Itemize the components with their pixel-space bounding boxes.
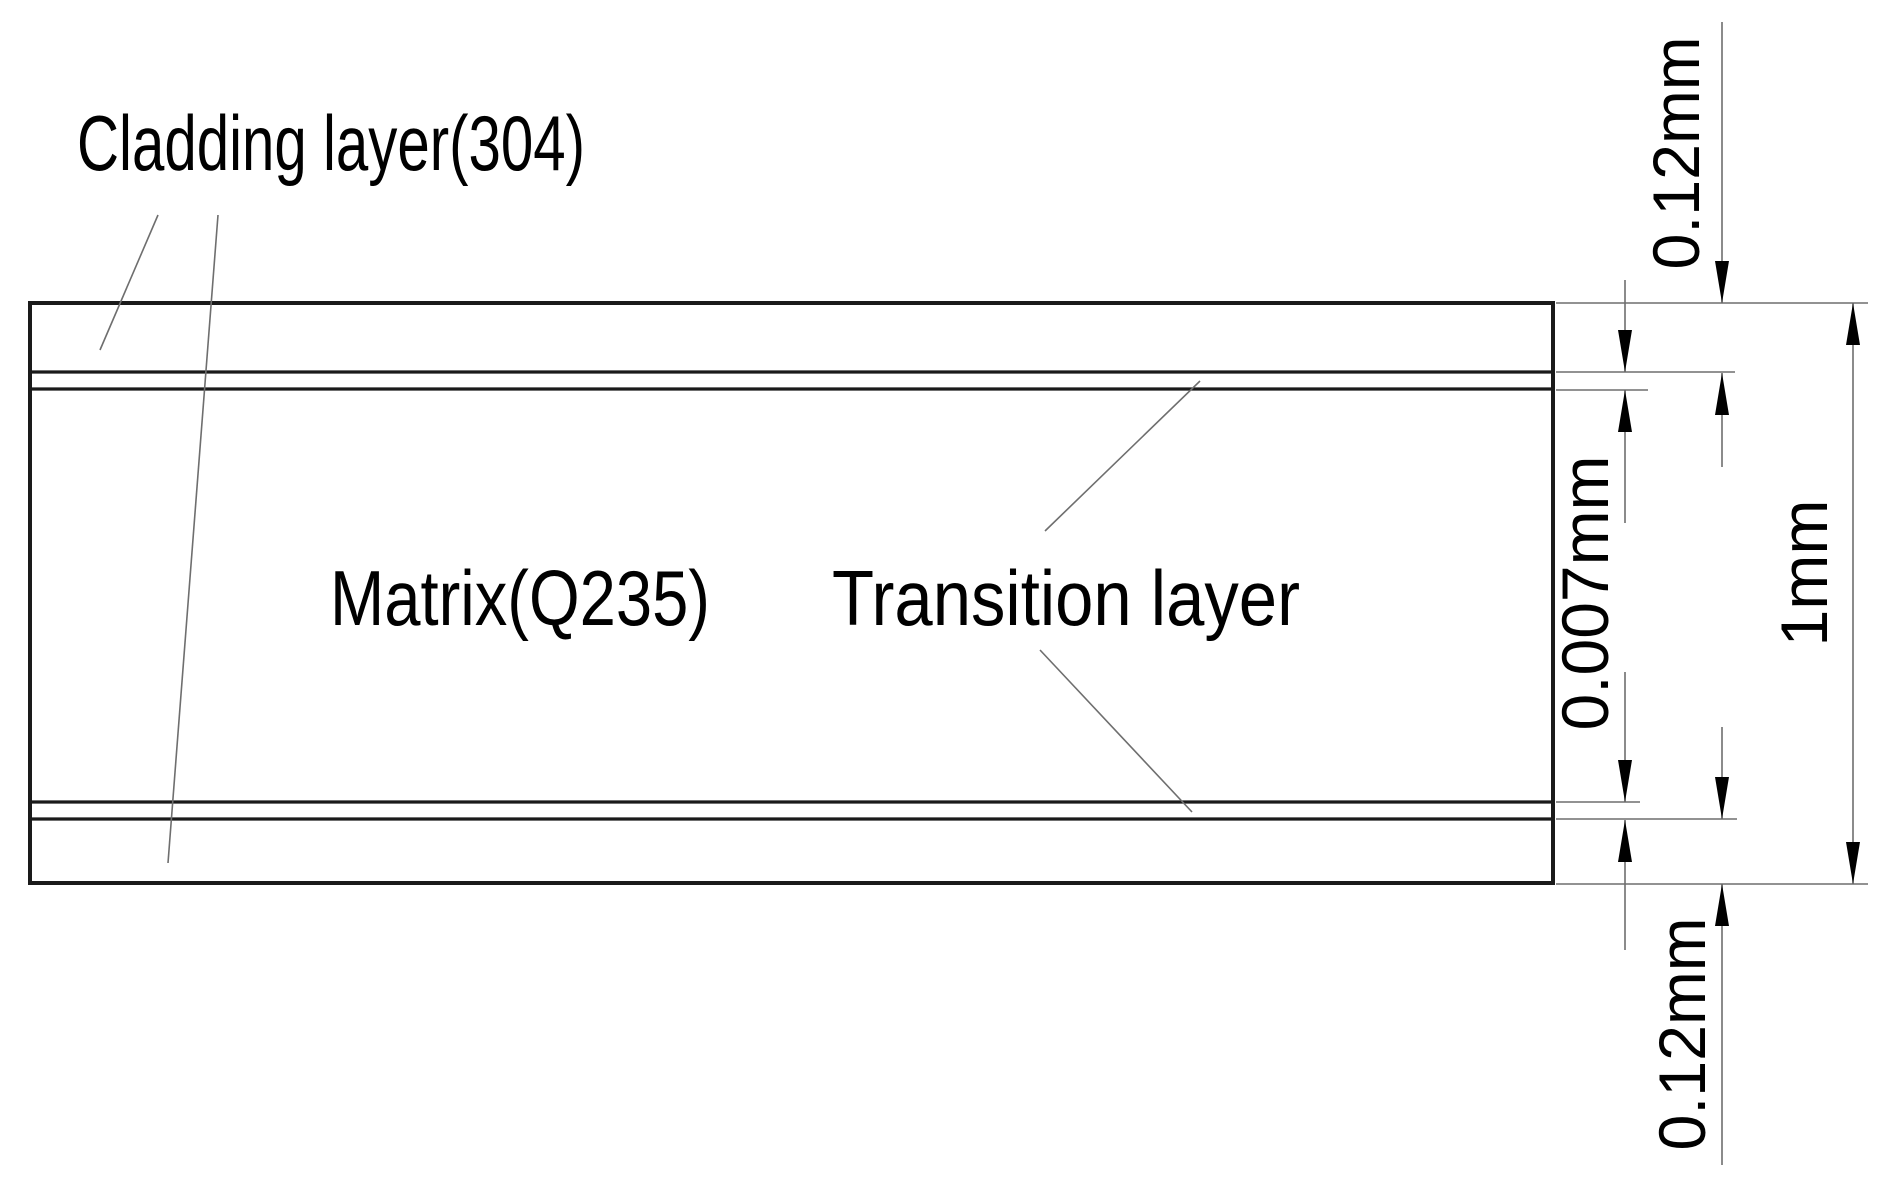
arrowhead-down-icon [1618, 330, 1632, 372]
arrowhead-up-icon [1618, 820, 1632, 862]
construction-line-group [99, 22, 1868, 1165]
transition-dimension-label: 0.007mm [1548, 456, 1622, 731]
arrowhead-down-icon [1715, 261, 1729, 303]
transition-leader-top [1044, 380, 1201, 532]
arrowhead-up-icon [1846, 303, 1860, 345]
arrowhead-group [1618, 261, 1860, 926]
arrowhead-down-icon [1846, 842, 1860, 884]
transition-layer-label: Transition layer [832, 554, 1300, 642]
arrowhead-down-icon [1715, 777, 1729, 819]
sheet-body-rect [28, 301, 1555, 885]
cladding-leader-bottom [167, 214, 219, 864]
cladding-leader-top [99, 214, 159, 351]
arrowhead-up-icon [1715, 373, 1729, 415]
arrowhead-up-icon [1618, 390, 1632, 432]
cladding-layer-label: Cladding layer(304) [77, 99, 585, 187]
sheet-outline-group [28, 301, 1555, 885]
total-thickness-dimension-label: 1mm [1767, 500, 1841, 647]
matrix-label: Matrix(Q235) [330, 554, 710, 642]
transition-leader-bottom [1039, 649, 1193, 813]
bottom-cladding-dimension-label: 0.12mm [1645, 918, 1719, 1151]
arrowhead-down-icon [1618, 760, 1632, 802]
top-cladding-dimension-label: 0.12mm [1639, 37, 1713, 270]
arrowhead-up-icon [1715, 884, 1729, 926]
